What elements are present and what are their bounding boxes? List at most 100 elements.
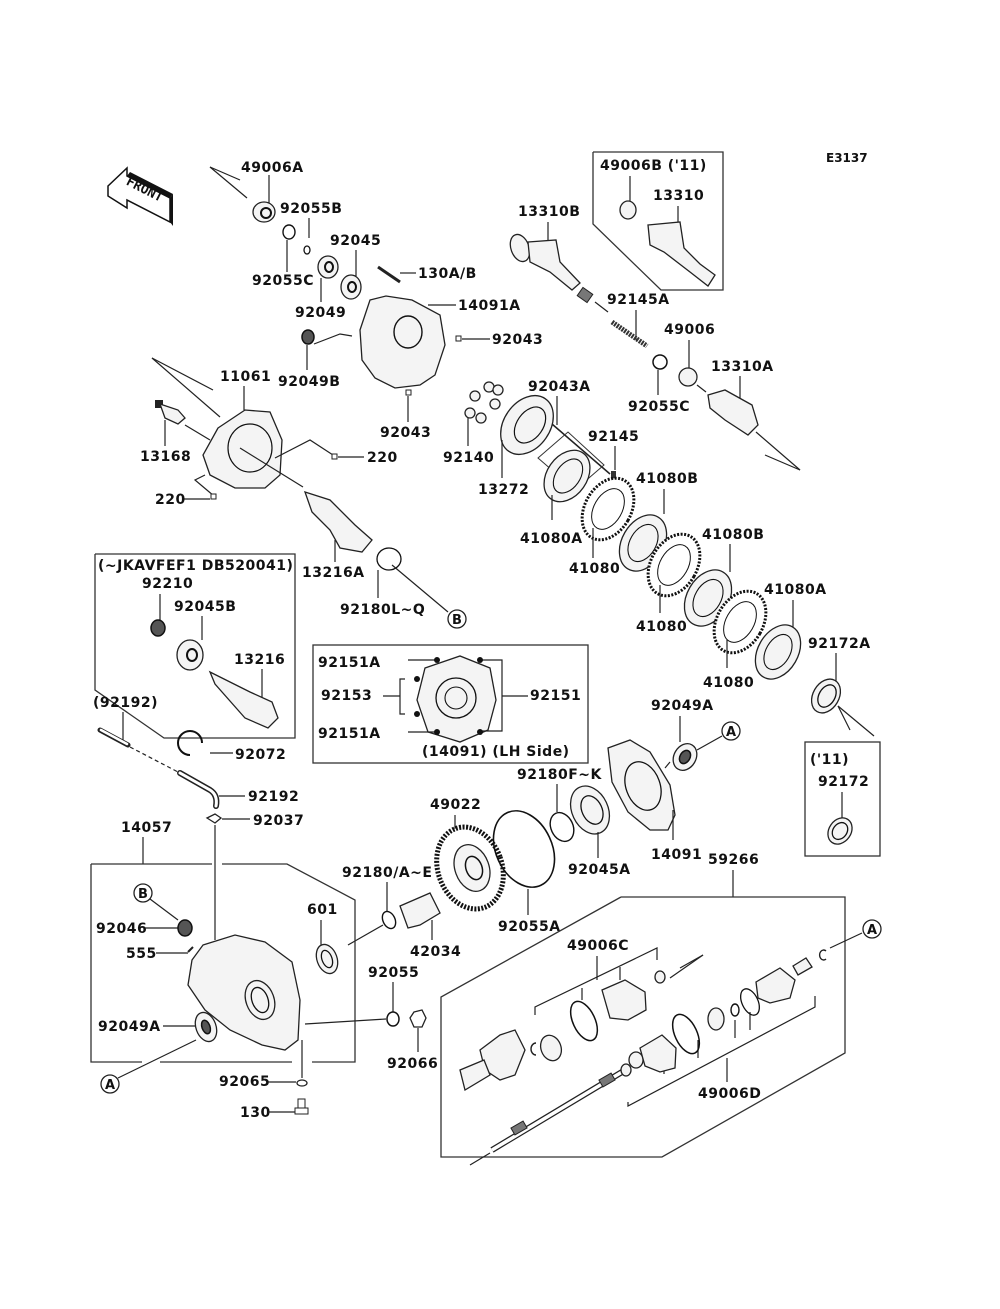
part-label-92049B: 92049B — [278, 374, 340, 390]
o-ring-92055A — [492, 810, 556, 888]
case-14091A — [359, 295, 446, 389]
part-group-clutch: 92043A 92140 13272 41080A 92145 41080 41… — [443, 379, 875, 737]
part-label-92037: 92037 — [253, 813, 304, 829]
seal-92046 — [177, 919, 193, 937]
part-label-92043-a: 92043 — [492, 332, 543, 348]
part-label-92072: 92072 — [235, 747, 286, 763]
boot-49006D — [639, 1034, 677, 1073]
part-label-220-b: 220 — [155, 492, 186, 508]
friction-disc-41080-3 — [712, 589, 768, 655]
pinion-13216 — [208, 670, 279, 729]
part-label-14091: 14091 — [651, 847, 702, 863]
callout-A-right — [721, 721, 741, 741]
part-label-92192: 92192 — [248, 789, 299, 805]
box-2011-shaft: 49006B ('11) 13310 — [592, 151, 724, 291]
part-label-92049A-right: 92049A — [651, 698, 714, 714]
part-label-92055A: 92055A — [498, 919, 561, 935]
part-label-92180FK: 92180F~K — [517, 767, 603, 783]
part-label-41080B-b: 41080B — [702, 527, 764, 543]
part-label-92151: 92151 — [530, 688, 581, 704]
part-label-130: 130 — [240, 1105, 271, 1121]
part-label-92055C-top: 92055C — [252, 273, 314, 289]
box-vin-header: (~JKAVFEF1 DB520041) — [98, 558, 293, 574]
part-label-13310B: 13310B — [518, 204, 580, 220]
part-group-upper-left: 49006A 92055B 92055C 92045 92049 130A/B … — [209, 160, 543, 441]
part-label-49022: 49022 — [430, 797, 481, 813]
part-label-92045B: 92045B — [174, 599, 236, 615]
bearing-92045A — [569, 785, 611, 835]
part-group-case-14057: 14057 92037 B 92046 555 601 92055 92066 — [90, 813, 438, 1121]
part-label-92180LQ: 92180L~Q — [340, 602, 425, 618]
part-label-41080-a: 41080 — [569, 561, 620, 577]
svg-text:B: B — [138, 887, 148, 902]
part-label-92210: 92210 — [142, 576, 193, 592]
plate-13272 — [500, 395, 554, 455]
part-label-92145: 92145 — [588, 429, 639, 445]
box-lh-side: 92151A 92153 92151 92151A (14091) (LH Si… — [312, 644, 589, 764]
case-14057 — [187, 934, 301, 1051]
part-label-49006D: 49006D — [698, 1086, 761, 1102]
inner-joint-right — [755, 967, 796, 1004]
part-label-130AB: 130A/B — [418, 266, 477, 282]
part-label-92192-paren: (92192) — [93, 695, 158, 711]
shaft-13310 — [647, 221, 716, 287]
housing-14091-lh — [416, 655, 497, 743]
part-label-555: 555 — [126, 946, 157, 962]
front-arrow-icon: FRONT — [107, 166, 173, 226]
part-label-41080B-a: 41080B — [636, 471, 698, 487]
friction-disc-41080-1 — [580, 476, 636, 542]
part-group-cover: 11061 13168 220 220 13216A 92180L~Q B — [140, 357, 467, 629]
part-label-13216: 13216 — [234, 652, 285, 668]
svg-text:A: A — [867, 923, 877, 938]
part-label-13310: 13310 — [653, 188, 704, 204]
part-label-92180AE: 92180/A~E — [342, 865, 432, 881]
part-label-42034: 42034 — [410, 944, 461, 960]
part-label-13168: 13168 — [140, 449, 191, 465]
housing-14091 — [607, 739, 676, 831]
part-label-92043-b: 92043 — [380, 425, 431, 441]
pinion-13216A — [303, 490, 373, 553]
svg-text:A: A — [726, 725, 736, 740]
callout-A-case — [100, 1074, 120, 1094]
part-label-92055: 92055 — [368, 965, 419, 981]
part-label-92049A-left: 92049A — [98, 1019, 161, 1035]
svg-text:A: A — [105, 1078, 115, 1093]
part-label-92055B: 92055B — [280, 201, 342, 217]
part-label-92172: 92172 — [818, 774, 869, 790]
part-label-49006C: 49006C — [567, 938, 629, 954]
part-label-92153: 92153 — [321, 688, 372, 704]
callout-B-case — [133, 883, 153, 903]
part-label-14057: 14057 — [121, 820, 172, 836]
part-label-601: 601 — [307, 902, 338, 918]
callout-B-cover — [447, 609, 467, 629]
part-label-92055C-mid: 92055C — [628, 399, 690, 415]
part-label-220-a: 220 — [367, 450, 398, 466]
part-label-92151A-top: 92151A — [318, 655, 381, 671]
part-label-92145A: 92145A — [607, 292, 670, 308]
part-label-41080A-b: 41080A — [764, 582, 827, 598]
box-lh-caption: (14091) (LH Side) — [422, 744, 570, 760]
svg-text:B: B — [452, 613, 462, 628]
part-label-13216A: 13216A — [302, 565, 365, 581]
part-label-92066: 92066 — [387, 1056, 438, 1072]
part-label-92151A-bottom: 92151A — [318, 726, 381, 742]
part-label-13310A: 13310A — [711, 359, 774, 375]
box-vin-range: (~JKAVFEF1 DB520041) 92210 92045B 13216 — [94, 553, 296, 739]
joint-13310A — [707, 389, 759, 436]
part-label-92043A: 92043A — [528, 379, 591, 395]
part-label-14091A: 14091A — [458, 298, 521, 314]
part-label-92065: 92065 — [219, 1074, 270, 1090]
shaft-13310B — [527, 239, 581, 291]
plug-92066 — [409, 1009, 427, 1028]
diagram-code: E3137 — [826, 151, 868, 165]
boot-49006C — [601, 979, 647, 1021]
box-2011-shaft-header: 49006B ('11) — [600, 158, 707, 174]
part-label-13272: 13272 — [478, 482, 529, 498]
friction-disc-41080-2 — [646, 532, 702, 598]
callout-A-shaft — [862, 919, 882, 939]
part-label-92046: 92046 — [96, 921, 147, 937]
sleeve-42034 — [399, 892, 441, 929]
part-label-92045A: 92045A — [568, 862, 631, 878]
part-label-41080-b: 41080 — [636, 619, 687, 635]
